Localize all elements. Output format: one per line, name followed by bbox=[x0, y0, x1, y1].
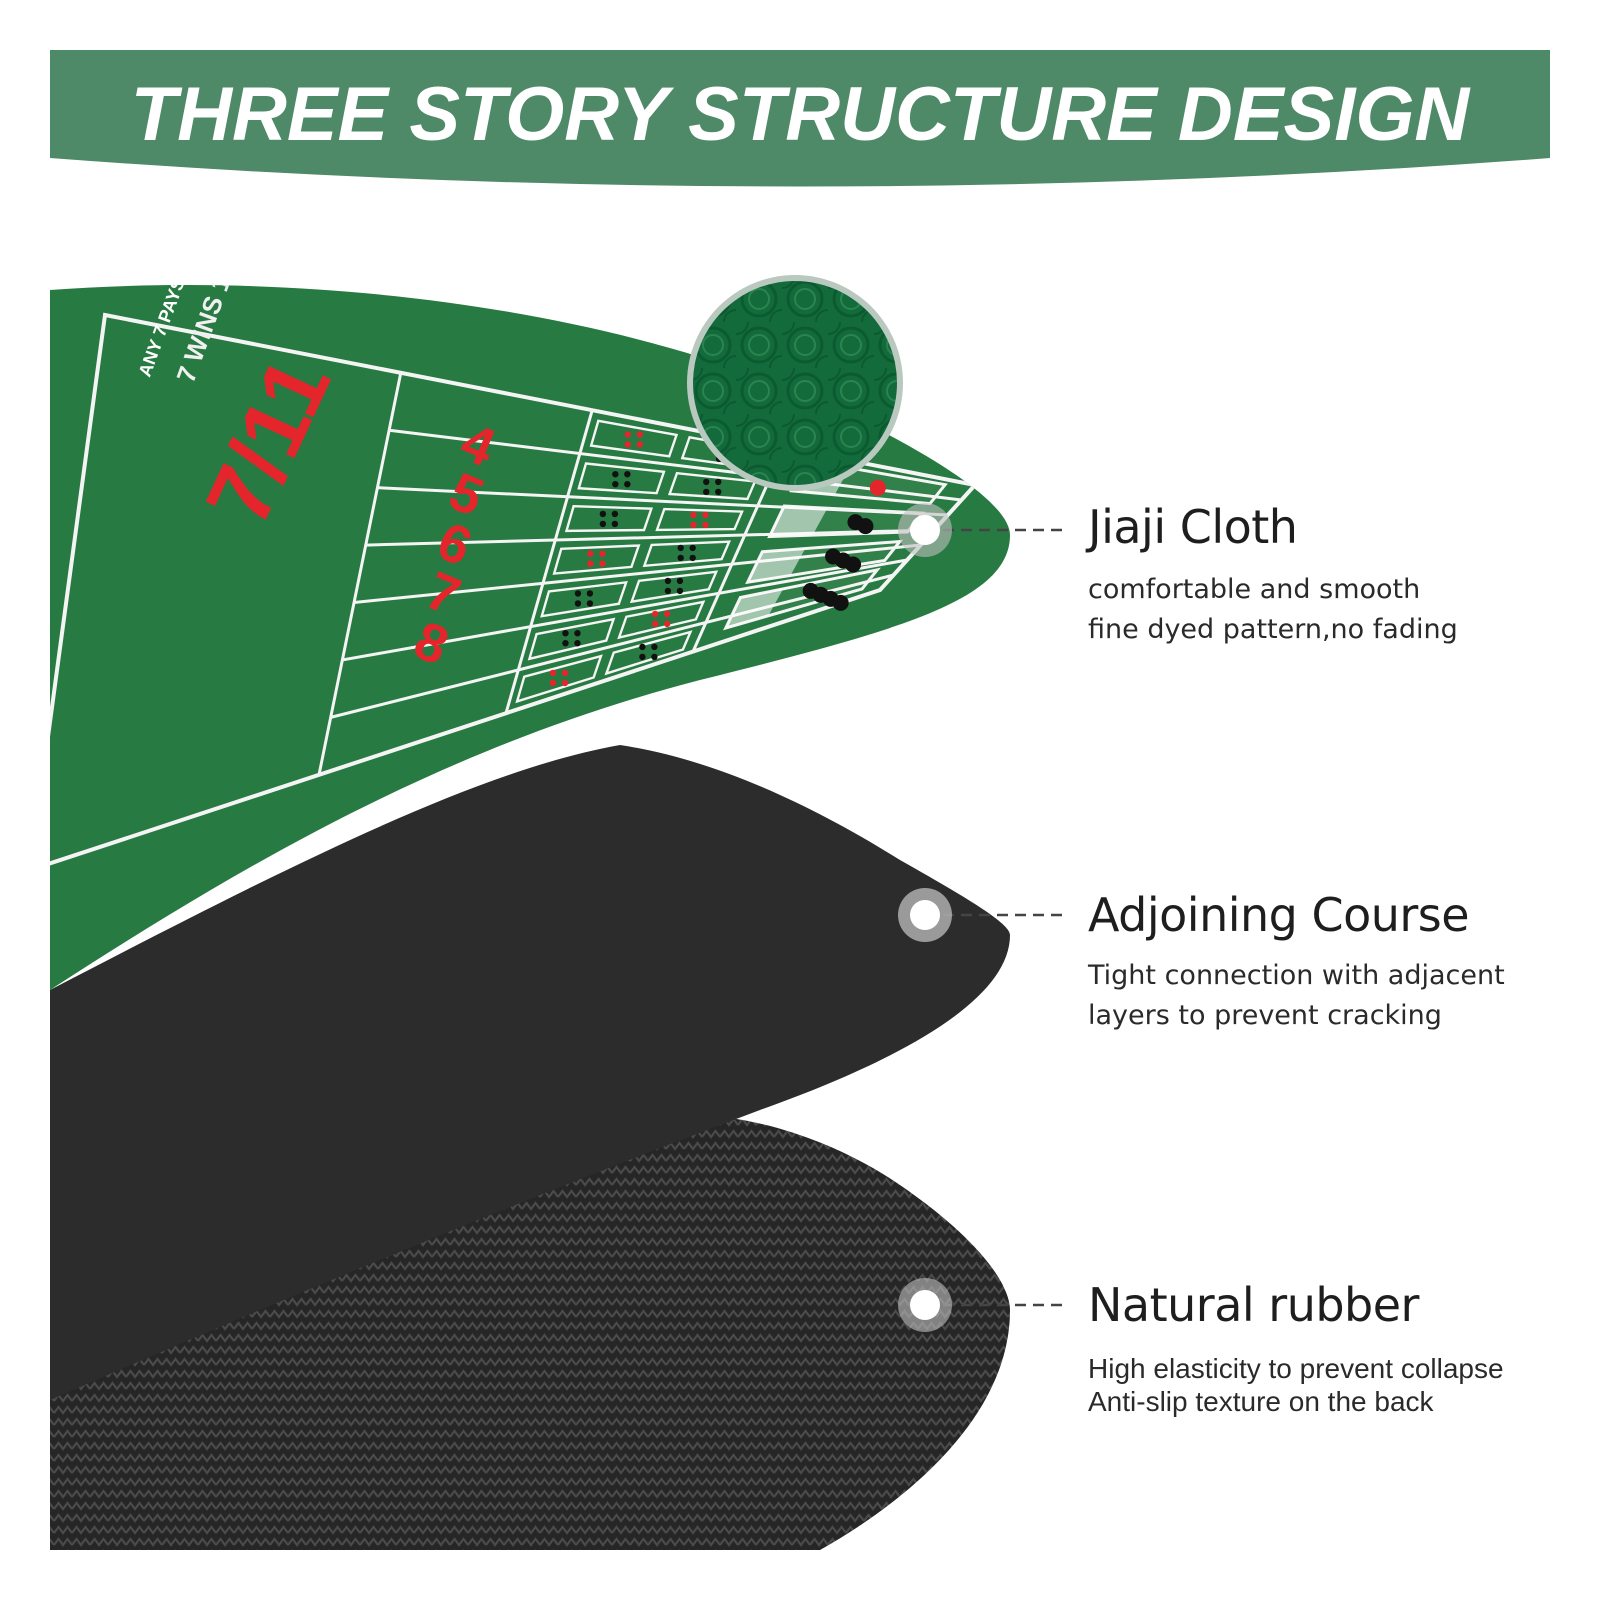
callout-desc-line: Tight connection with adjacent bbox=[1088, 960, 1505, 991]
callout-desc-line: comfortable and smooth bbox=[1088, 574, 1421, 605]
title-banner bbox=[50, 50, 1550, 187]
callout-desc-line: Anti-slip texture on the back bbox=[1088, 1386, 1434, 1417]
adjoining-layer bbox=[50, 745, 1010, 1400]
callout-title: Adjoining Course bbox=[1088, 888, 1470, 942]
callout-jiaji-cloth: Jiaji Cloth comfortable and smooth fine … bbox=[1088, 500, 1458, 650]
callout-desc-line: layers to prevent cracking bbox=[1088, 1000, 1442, 1031]
callout-natural-rubber: Natural rubber High elasticity to preven… bbox=[1088, 1278, 1504, 1418]
callout-adjoining-course: Adjoining Course Tight connection with a… bbox=[1088, 888, 1505, 1036]
callout-title: Jiaji Cloth bbox=[1088, 500, 1298, 554]
banner-title: THREE STORY STRUCTURE DESIGN bbox=[131, 72, 1472, 157]
callout-title: Natural rubber bbox=[1088, 1278, 1419, 1332]
callout-desc-line: High elasticity to prevent collapse bbox=[1088, 1353, 1504, 1384]
marker-dot-icon bbox=[898, 503, 952, 1332]
rubber-layer bbox=[50, 1115, 1010, 1550]
callout-desc-line: fine dyed pattern,no fading bbox=[1088, 614, 1458, 645]
cloth-swatch-icon bbox=[687, 275, 903, 491]
